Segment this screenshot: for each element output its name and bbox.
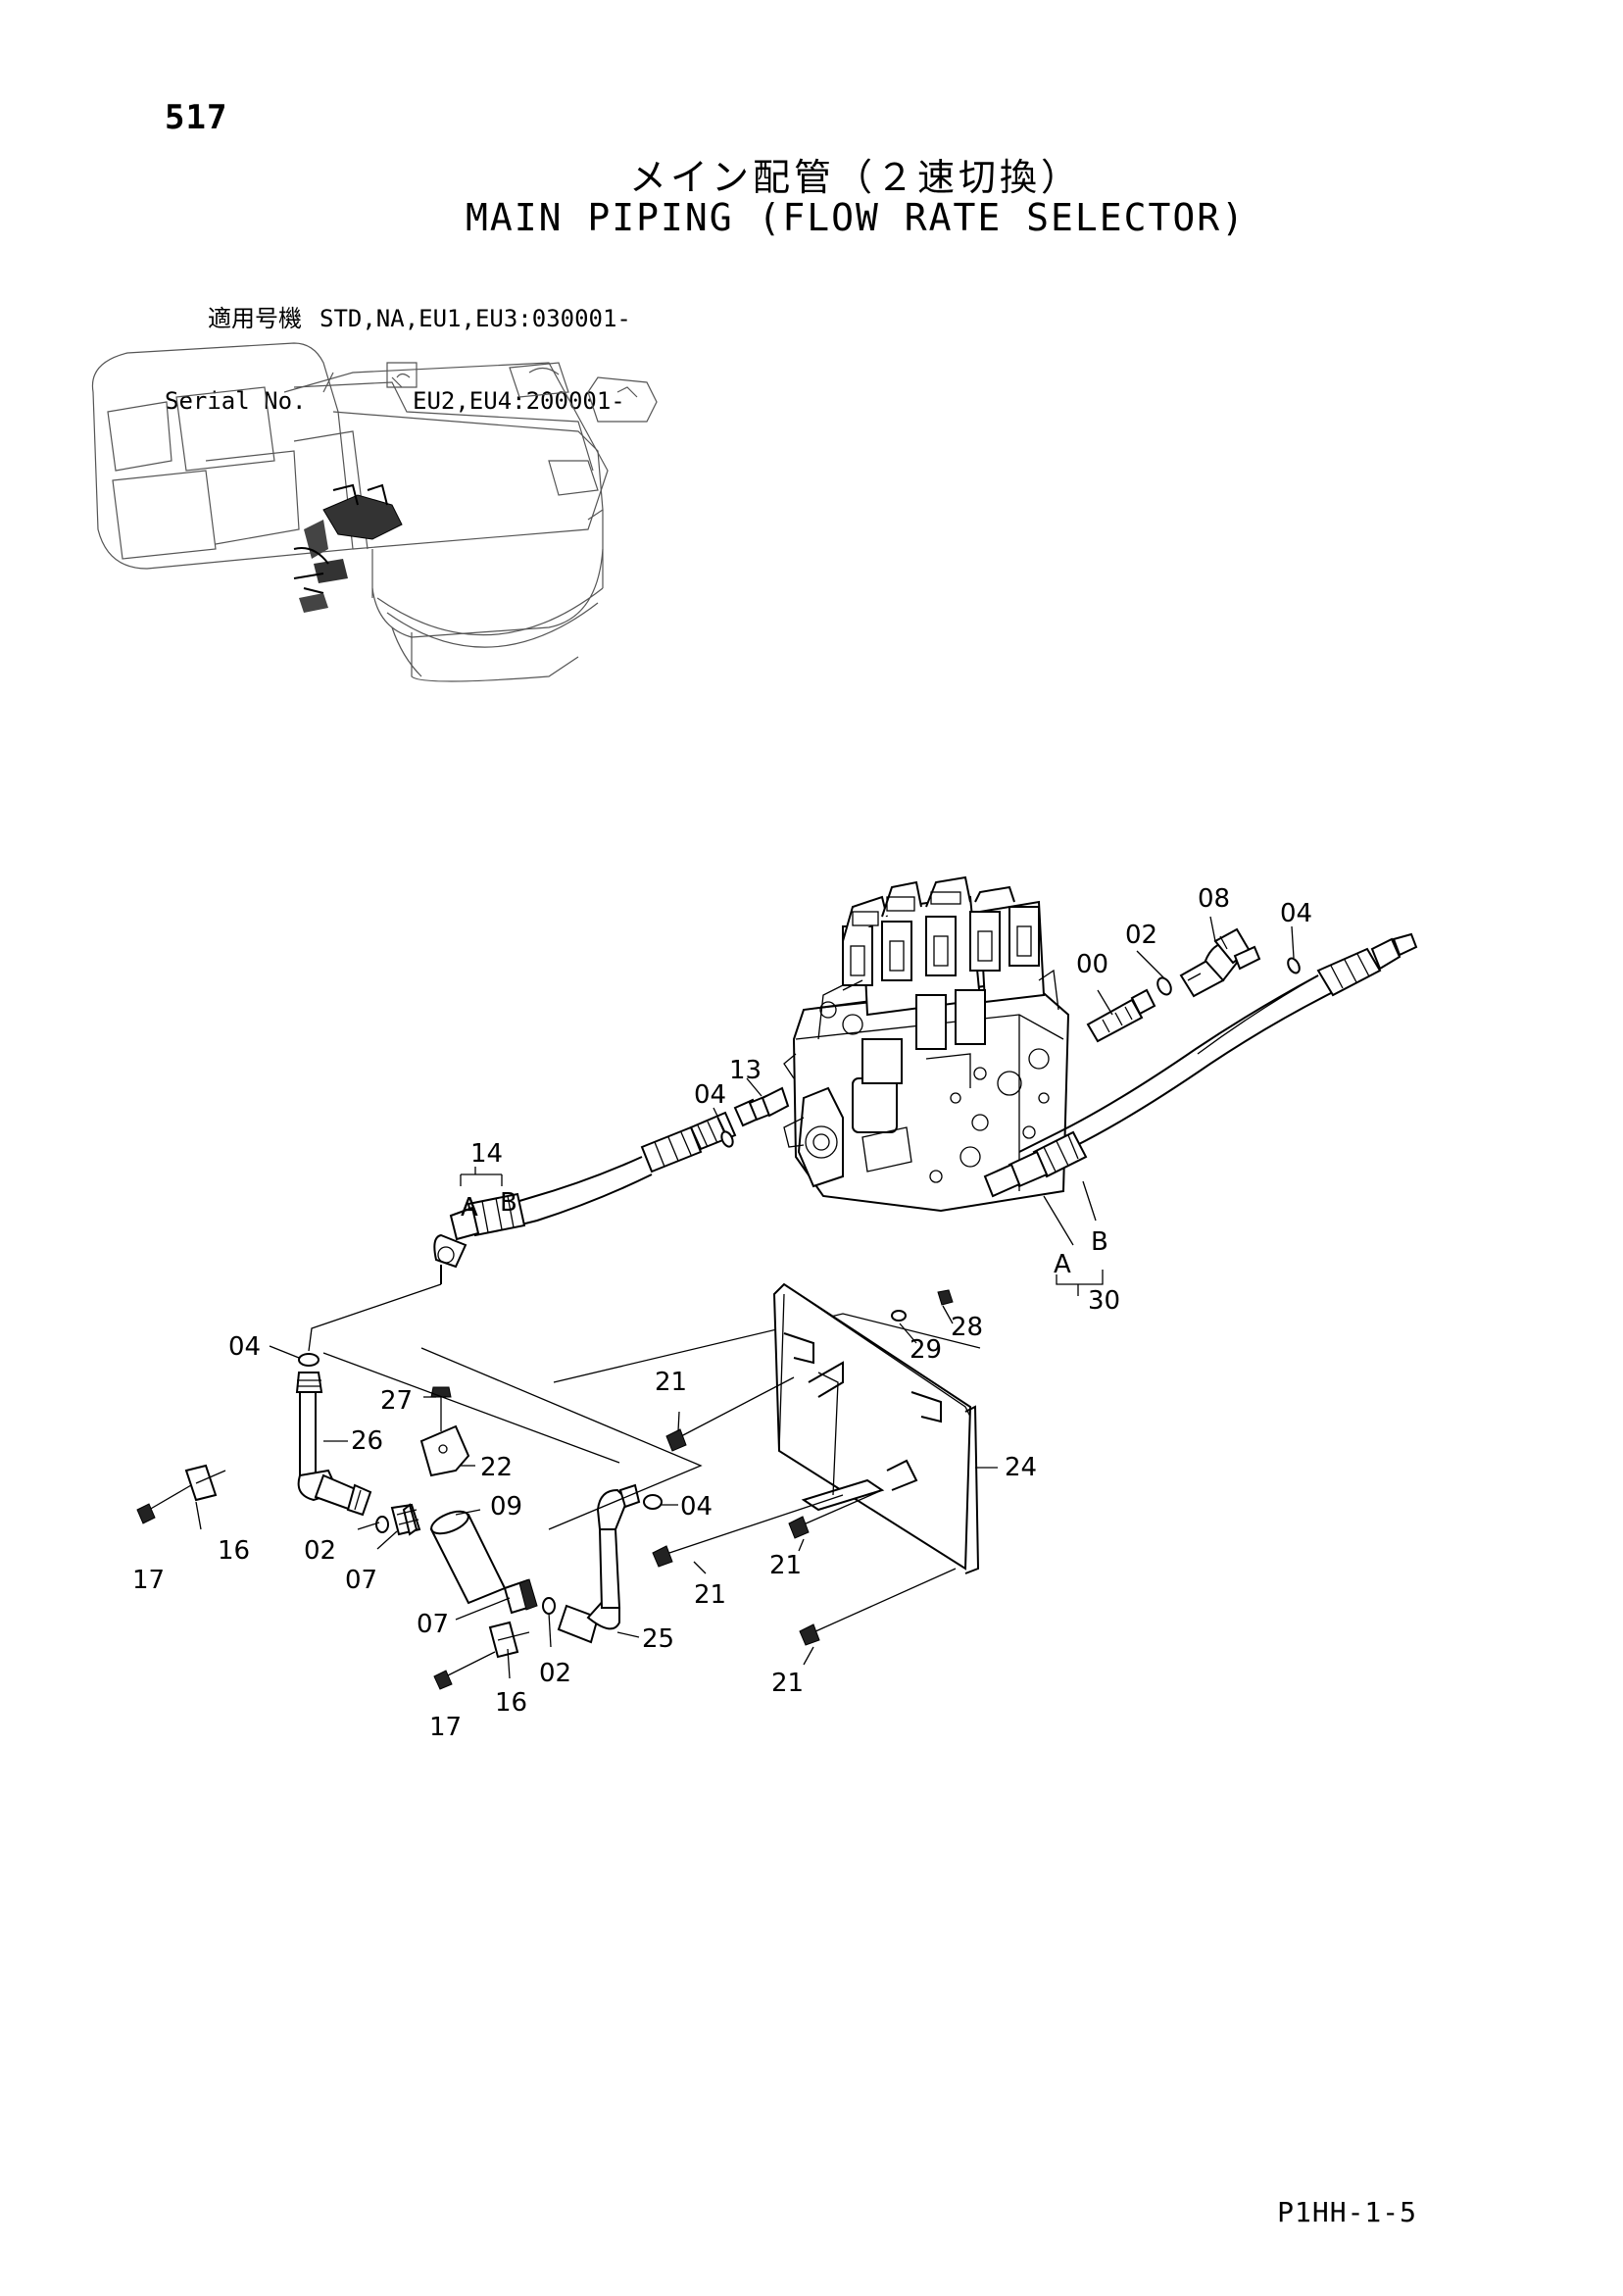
callout-29: 29 bbox=[910, 1335, 942, 1365]
bolt-21-a bbox=[665, 1376, 795, 1452]
serial-label-en: Serial No. bbox=[165, 387, 307, 415]
callout-07: 07 bbox=[345, 1566, 377, 1595]
callout-labels: 08 04 02 00 13 04 14 A B B A 30 28 29 04… bbox=[132, 884, 1312, 1742]
bolt-17-upper bbox=[136, 1484, 192, 1524]
callout-16: 16 bbox=[495, 1688, 527, 1718]
callout-16: 16 bbox=[218, 1536, 250, 1566]
callout-02: 02 bbox=[539, 1659, 571, 1688]
callout-b: B bbox=[1091, 1227, 1108, 1257]
callout-21: 21 bbox=[694, 1580, 726, 1610]
hose-assembly-30 bbox=[983, 932, 1418, 1198]
bracket-16-lower bbox=[488, 1621, 530, 1659]
bolt-21-c bbox=[788, 1489, 883, 1539]
callout-27: 27 bbox=[380, 1386, 413, 1416]
callout-04: 04 bbox=[1280, 899, 1312, 928]
callout-04: 04 bbox=[228, 1332, 261, 1362]
callout-a: A bbox=[461, 1193, 478, 1223]
callout-04: 04 bbox=[680, 1492, 713, 1522]
highlighted-valve-icon bbox=[293, 483, 403, 613]
callout-21: 21 bbox=[655, 1368, 687, 1397]
bolt-21-d bbox=[799, 1568, 957, 1646]
bolt-21-b bbox=[652, 1494, 844, 1568]
excavator-locator-sketch bbox=[91, 342, 658, 682]
callout-22: 22 bbox=[480, 1453, 513, 1482]
o-ring-02-lower bbox=[542, 1597, 556, 1615]
callout-09: 09 bbox=[490, 1492, 522, 1522]
callout-07: 07 bbox=[417, 1610, 449, 1639]
serial-applicability: 適用号機 STD,NA,EU1,EU3:030001- Serial No. EU2… bbox=[165, 250, 631, 442]
pipe-25 bbox=[557, 1483, 641, 1644]
bracket-16-upper bbox=[184, 1464, 226, 1502]
callout-21: 21 bbox=[771, 1669, 804, 1698]
callout-04: 04 bbox=[694, 1080, 726, 1110]
callout-24: 24 bbox=[1005, 1453, 1037, 1482]
callout-17: 17 bbox=[429, 1713, 462, 1742]
serial-line-2: EU2,EU4:200001- bbox=[413, 387, 625, 415]
elbow-fitting-08 bbox=[1179, 927, 1261, 998]
guide-line-upper bbox=[553, 1313, 981, 1383]
callout-02: 02 bbox=[304, 1536, 336, 1566]
adapter-07-upper bbox=[390, 1503, 421, 1536]
adapter-13 bbox=[748, 1086, 790, 1122]
leader-04 bbox=[308, 1283, 442, 1352]
page-number: 517 bbox=[165, 98, 228, 137]
o-ring-04-lower bbox=[643, 1494, 663, 1510]
callout-26: 26 bbox=[351, 1426, 383, 1456]
drawing-code: P1HH-1-5 bbox=[1277, 2196, 1417, 2228]
callout-17: 17 bbox=[132, 1566, 165, 1595]
o-ring-04-upper bbox=[1287, 957, 1301, 974]
clamp-22 bbox=[419, 1424, 470, 1477]
adapter-07-lower bbox=[503, 1578, 538, 1615]
callout-14: 14 bbox=[470, 1139, 503, 1169]
guide-line-left bbox=[322, 1352, 620, 1464]
hose-assembly-14 bbox=[433, 1098, 762, 1284]
callout-02: 02 bbox=[1125, 921, 1157, 950]
callout-a: A bbox=[1054, 1250, 1071, 1279]
o-ring-04-left bbox=[298, 1353, 320, 1367]
serial-label-jp: 適用号機 bbox=[208, 305, 302, 332]
washer-29 bbox=[891, 1310, 907, 1322]
o-ring-02-left bbox=[375, 1516, 389, 1533]
pipe-fitting-00 bbox=[1086, 988, 1156, 1043]
leader-lines bbox=[195, 916, 1295, 1679]
control-valve-block bbox=[783, 875, 1070, 1213]
pipe-26 bbox=[295, 1372, 372, 1517]
guide-line-mid bbox=[420, 1347, 703, 1530]
callout-00: 00 bbox=[1076, 950, 1108, 979]
serial-line-1: STD,NA,EU1,EU3:030001- bbox=[320, 305, 631, 332]
title-english: MAIN PIPING (FLOW RATE SELECTOR) bbox=[465, 196, 1247, 239]
callout-30: 30 bbox=[1088, 1286, 1120, 1316]
mounting-plate-24 bbox=[772, 1282, 980, 1574]
title-japanese: メイン配管（２速切換） bbox=[628, 156, 1082, 199]
callout-25: 25 bbox=[642, 1624, 674, 1654]
callout-21: 21 bbox=[769, 1551, 802, 1580]
callout-08: 08 bbox=[1198, 884, 1230, 914]
callout-28: 28 bbox=[951, 1313, 983, 1342]
o-ring-04-hose14 bbox=[720, 1130, 734, 1148]
callout-13: 13 bbox=[729, 1056, 762, 1085]
bolt-17-lower bbox=[433, 1651, 496, 1690]
nut-28 bbox=[937, 1289, 954, 1306]
callout-b: B bbox=[500, 1188, 517, 1218]
o-ring-02-upper bbox=[1156, 976, 1172, 996]
